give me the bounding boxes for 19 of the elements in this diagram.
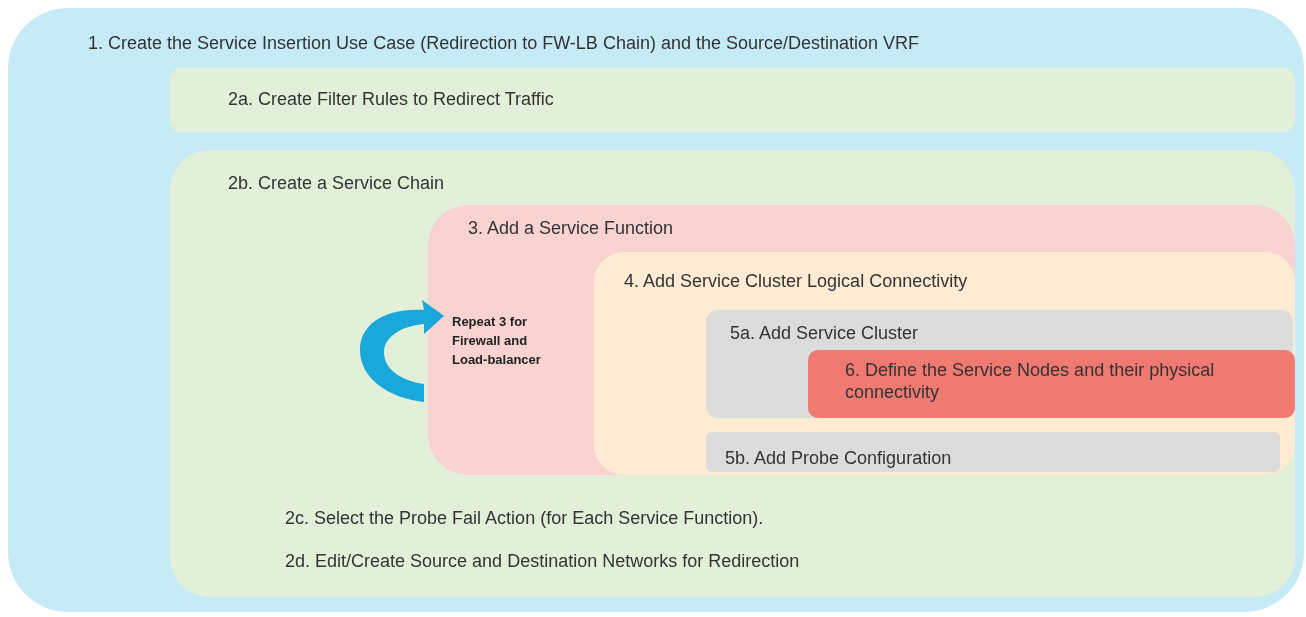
step-title: 5b. Add Probe Configuration [725,447,952,469]
outer-panel [8,8,1304,612]
step-title: 3. Add a Service Function [468,217,674,239]
note-text: Repeat 3 for Firewall and Load-balancer [452,313,542,369]
step-text: 2c. Select the Probe Fail Action (for Each Service Function). [285,507,764,529]
step-panel [428,205,1295,475]
step-title: 1. Create the Service Insertion Use Case (Redirection to FW-LB Chain) and the Source/Destination VRF [88,32,920,54]
step-title: 5a. Add Service Cluster [730,322,919,344]
step-panel [706,432,1280,472]
step-title: 2a. Create Filter Rules to Redirect Traffic [228,88,554,110]
step-text: 2d. Edit/Create Source and Destination Networks for Redirection [285,550,800,572]
step-title: 4. Add Service Cluster Logical Connectivity [624,270,968,292]
step-title: 6. Define the Service Nodes and their physical connectivity [845,359,1216,403]
step-panel [594,252,1295,475]
step-panel [170,68,1295,132]
step-title: 2b. Create a Service Chain [228,172,445,194]
highlight-panel [808,350,1295,418]
step-panel [706,310,1293,418]
step-panel [170,150,1295,597]
